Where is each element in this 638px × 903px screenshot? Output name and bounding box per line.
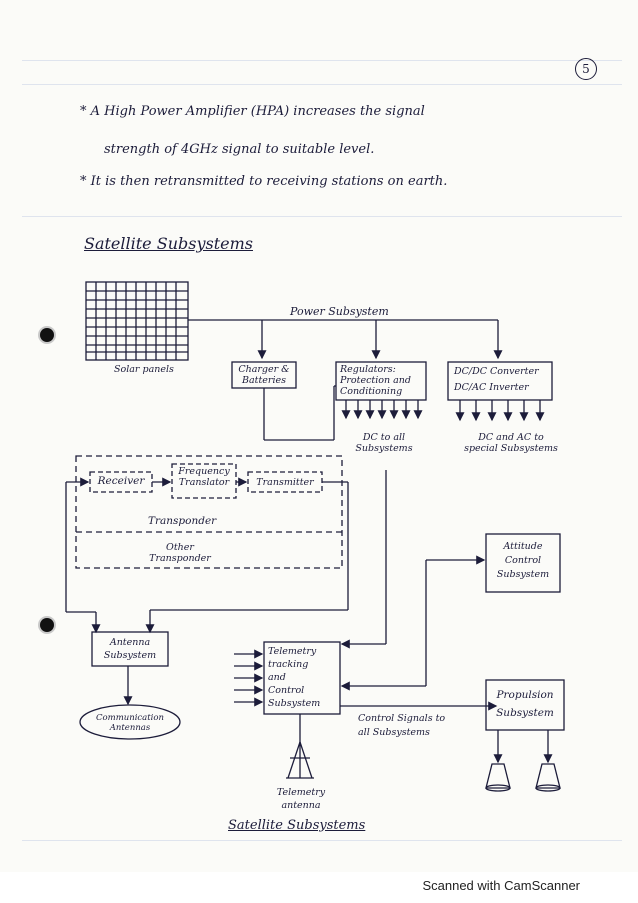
ttc-box: Telemetry tracking and Control Subsystem: [268, 645, 320, 710]
receiver-label: Receiver: [97, 475, 145, 487]
converter-label-line-1: DC/DC Converter: [454, 366, 539, 377]
propulsion-box: Propulsion Subsystem: [486, 686, 564, 722]
ttc-line-2: tracking: [268, 659, 309, 670]
solar-panels-label: Solar panels: [114, 364, 174, 375]
regulators-label-line-2: Protection and: [340, 375, 411, 386]
charger-label-line-1: Charger &: [238, 364, 290, 375]
converters-box: DC/DC Converter DC/AC Inverter: [454, 364, 539, 396]
regulators-box: Regulators: Protection and Conditioning: [340, 364, 411, 397]
ttc-line-1: Telemetry: [268, 646, 317, 657]
frequency-translator-box: Frequency Translator: [172, 466, 236, 488]
solar-panel-grid: [85, 281, 189, 361]
regulators-label-line-1: Regulators:: [340, 364, 396, 375]
power-subsystem-label: Power Subsystem: [290, 305, 389, 318]
frequency-translator-line-1: Frequency: [178, 466, 230, 477]
telemetry-antenna-line-1: Telemetry: [276, 787, 326, 798]
ttc-line-4: Control: [268, 685, 305, 696]
page-number: 5: [575, 58, 597, 80]
dc-ac-special-line-1: DC and AC to: [478, 432, 544, 443]
dc-to-all-label: DC to all Subsystems: [344, 432, 424, 454]
transmitter-label: Transmitter: [256, 477, 314, 488]
converter-label-line-2: DC/AC Inverter: [454, 382, 529, 393]
antenna-subsystem-box: Antenna Subsystem: [92, 636, 168, 662]
charger-box: Charger & Batteries: [232, 364, 296, 386]
diagram-caption: Satellite Subsystems: [228, 818, 366, 833]
telemetry-antenna-line-2: antenna: [281, 800, 321, 811]
note-line-2: strength of 4GHz signal to suitable leve…: [104, 142, 375, 157]
control-signals-line-2: all Subsystems: [358, 727, 430, 738]
ruled-line: [22, 84, 622, 85]
antenna-subsystem-line-1: Antenna: [109, 637, 151, 648]
other-transponder-label: Other Transponder: [140, 542, 220, 564]
ttc-line-5: Subsystem: [268, 698, 321, 709]
dc-ac-special-line-2: special Subsystems: [464, 443, 558, 454]
attitude-control-box: Attitude Control Subsystem: [486, 540, 560, 582]
communication-antennas-line-2: Antennas: [109, 723, 151, 733]
punch-hole: [40, 328, 54, 342]
transponder-label: Transponder: [148, 515, 217, 527]
ruled-line: [22, 60, 622, 61]
propulsion-line-2: Subsystem: [496, 707, 554, 719]
dc-ac-special-label: DC and AC to special Subsystems: [456, 432, 566, 454]
scanner-watermark: Scanned with CamScanner: [422, 878, 580, 893]
regulators-label-line-3: Conditioning: [340, 386, 403, 397]
attitude-control-line-3: Subsystem: [496, 569, 550, 580]
ruled-line: [22, 840, 622, 841]
control-signals-label: Control Signals to all Subsystems: [358, 712, 445, 740]
control-signals-line-1: Control Signals to: [358, 713, 446, 724]
ttc-line-3: and: [268, 672, 286, 683]
scanner-footer: [0, 872, 638, 903]
dc-to-all-line-2: Subsystems: [355, 443, 413, 454]
propulsion-line-1: Propulsion: [496, 689, 554, 701]
telemetry-antenna-label: Telemetry antenna: [264, 786, 338, 812]
frequency-translator-line-2: Translator: [178, 477, 230, 488]
note-line-3: * It is then retransmitted to receiving …: [80, 174, 448, 189]
other-transponder-line-1: Other: [166, 542, 194, 553]
other-transponder-line-2: Transponder: [149, 553, 211, 564]
note-line-1: * A High Power Amplifier (HPA) increases…: [80, 104, 425, 119]
charger-label-line-2: Batteries: [242, 375, 286, 386]
communication-antennas-line-1: Communication: [96, 713, 164, 723]
attitude-control-line-2: Control: [504, 555, 542, 566]
attitude-control-line-1: Attitude: [503, 541, 543, 552]
punch-hole: [40, 618, 54, 632]
dc-to-all-line-1: DC to all: [362, 432, 406, 443]
communication-antennas-label: Communication Antennas: [80, 713, 180, 733]
section-heading: Satellite Subsystems: [84, 234, 253, 253]
antenna-subsystem-line-2: Subsystem: [103, 650, 157, 661]
ruled-line: [22, 216, 622, 217]
